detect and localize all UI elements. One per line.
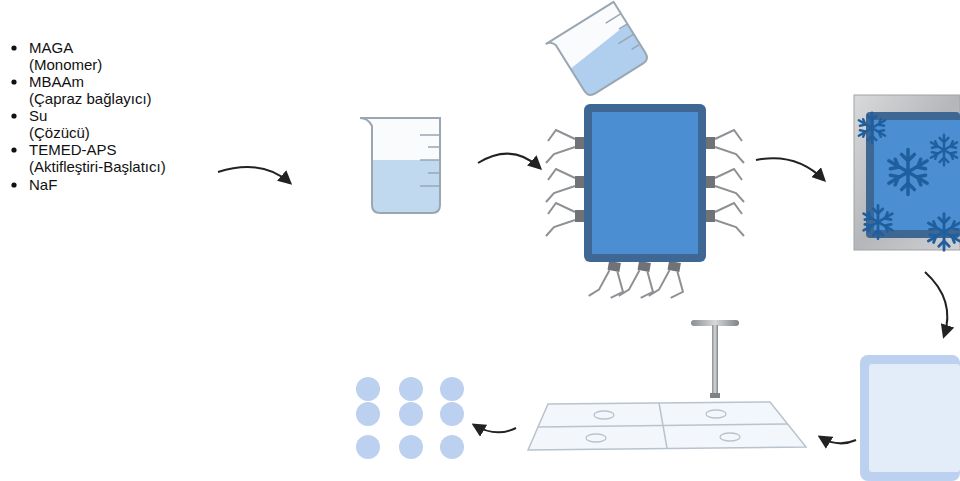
gel-disc xyxy=(356,377,464,459)
reagent-role: (Monomer) xyxy=(29,56,102,73)
reagent-name: TEMED-APS xyxy=(29,141,117,158)
beaker xyxy=(360,118,440,213)
reagent-role: (Çözücü) xyxy=(29,124,90,141)
punch-tool xyxy=(691,320,739,398)
reagent-name: MAGA xyxy=(29,39,73,56)
reagent-role: (Aktifleştiri-Başlatıcı) xyxy=(29,158,166,175)
bullet xyxy=(11,45,16,187)
gel-sheet xyxy=(860,355,960,481)
reagent-name: NaF xyxy=(29,176,57,193)
glass-plates xyxy=(528,402,806,450)
freezer-bag xyxy=(854,95,960,250)
reagent-name: MBAAm xyxy=(29,73,84,90)
glass-mould xyxy=(546,104,744,302)
reagent-name: Su xyxy=(29,107,47,124)
flow-arrow xyxy=(218,154,947,444)
pouring-beaker xyxy=(546,2,650,102)
reagent-role: (Çapraz bağlayıcı) xyxy=(29,90,152,107)
